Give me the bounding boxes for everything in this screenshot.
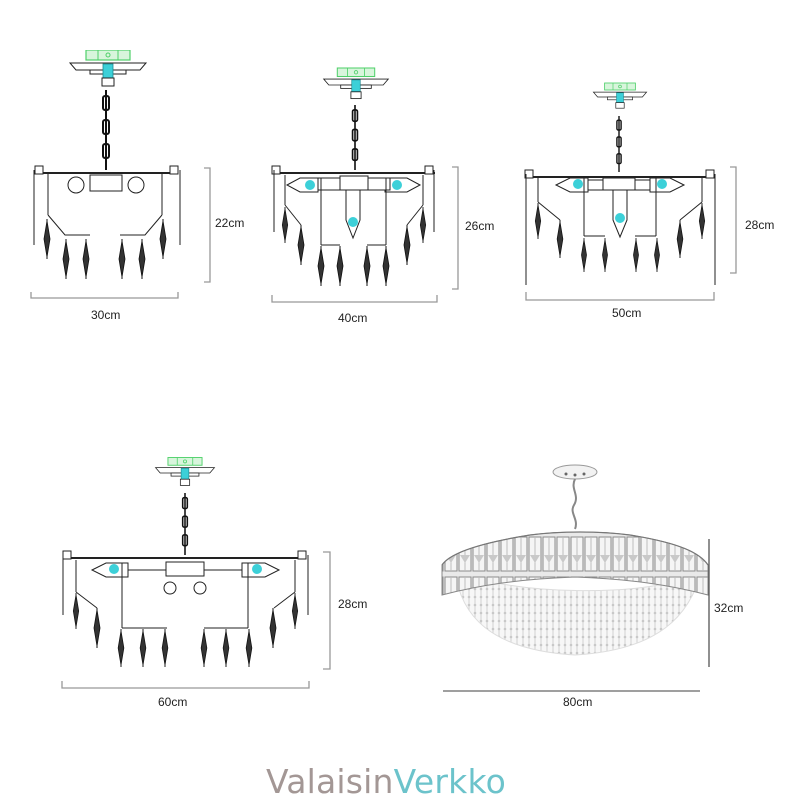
width-label: 50cm bbox=[612, 306, 642, 320]
product-size-60: 28cm 60cm bbox=[50, 445, 390, 715]
width-label: 80cm bbox=[563, 695, 593, 709]
height-label: 28cm bbox=[745, 218, 775, 232]
chandelier-drawing-50 bbox=[524, 82, 737, 301]
height-label: 28cm bbox=[338, 597, 368, 611]
brand-logo-part2: Verkko bbox=[393, 762, 506, 801]
product-size-30: 22cm 30cm bbox=[20, 40, 260, 330]
brand-logo-part1: Valaisin bbox=[266, 762, 394, 801]
crystal-chandelier-photo bbox=[441, 464, 710, 692]
product-size-40: 26cm 40cm bbox=[260, 60, 520, 330]
height-label: 22cm bbox=[215, 216, 245, 230]
chandelier-drawing-30 bbox=[30, 50, 211, 299]
height-label: 26cm bbox=[465, 219, 495, 233]
brand-logo: ValaisinVerkko bbox=[266, 762, 506, 801]
width-label: 60cm bbox=[158, 695, 188, 709]
chandelier-drawing-40 bbox=[271, 67, 459, 303]
chandelier-drawing-60 bbox=[61, 456, 331, 689]
product-size-50: 28cm 50cm bbox=[510, 60, 790, 330]
height-label: 32cm bbox=[714, 601, 744, 615]
product-size-80: 32cm 80cm bbox=[430, 455, 780, 715]
width-label: 40cm bbox=[338, 311, 368, 325]
width-label: 30cm bbox=[91, 308, 121, 322]
